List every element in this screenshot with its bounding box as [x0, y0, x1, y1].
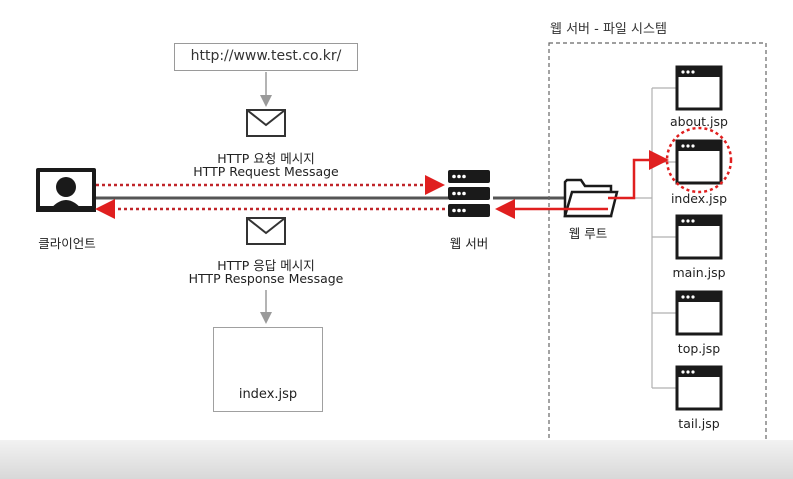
- file-label-main: main.jsp: [672, 265, 726, 280]
- file-tree-connectors: [612, 87, 676, 389]
- client-label: 클라이언트: [38, 236, 96, 251]
- file-icon-top: [675, 290, 723, 336]
- highlight-circle: [665, 126, 733, 194]
- file-label-index: index.jsp: [670, 191, 728, 206]
- file-icon-index: [675, 139, 723, 185]
- file-label-tail: tail.jsp: [678, 416, 720, 431]
- server-icon: [448, 170, 490, 217]
- file-icon-tail: [675, 365, 723, 411]
- response-envelope-icon: [246, 217, 286, 245]
- web-root-label: 웹 루트: [568, 226, 608, 241]
- request-envelope-icon: [246, 109, 286, 137]
- result-box: [213, 327, 323, 412]
- request-label-en: HTTP Request Message: [193, 164, 339, 179]
- filesystem-box: [548, 42, 767, 469]
- filesystem-title: 웹 서버 - 파일 시스템: [550, 22, 667, 37]
- server-label: 웹 서버: [449, 236, 489, 251]
- lookup-path-to-index: [608, 150, 669, 200]
- file-icon-main: [675, 214, 723, 260]
- request-label-ko: HTTP 요청 메시지: [217, 151, 315, 166]
- url-box: http://www.test.co.kr/: [174, 43, 358, 71]
- file-label-about: about.jsp: [670, 114, 728, 129]
- result-file-label: index.jsp: [238, 387, 298, 402]
- file-icon-about: [675, 65, 723, 111]
- file-label-top: top.jsp: [677, 341, 721, 356]
- response-label-ko: HTTP 응답 메시지: [217, 258, 315, 273]
- client-computer-icon: [36, 168, 96, 212]
- response-label-en: HTTP Response Message: [188, 271, 344, 286]
- bottom-shadow-band: [0, 440, 793, 479]
